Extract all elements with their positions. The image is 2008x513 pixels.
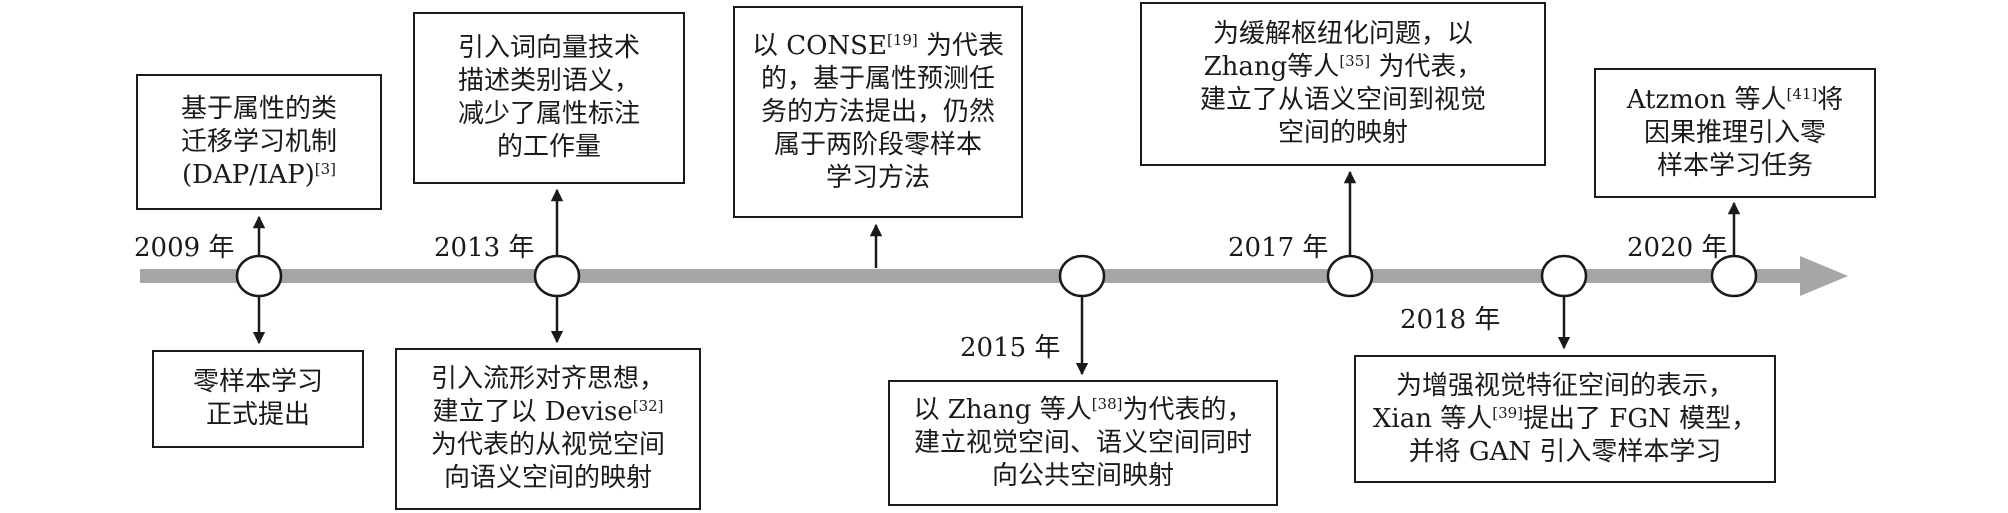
event-text: 以 Zhang 等人[38]为代表的， <box>913 394 1252 427</box>
event-text: 务的方法提出，仍然 <box>760 96 995 127</box>
citation-ref: [39] <box>1492 403 1524 422</box>
node-2018 <box>1540 254 1588 298</box>
event-box-common-space: 以 Zhang 等人[38]为代表的， 建立视觉空间、语义空间同时 向公共空间映… <box>888 380 1278 506</box>
event-box-zsl-proposed: 零样本学习 正式提出 <box>152 350 364 448</box>
year-label-2015: 2015 年 <box>960 333 1061 363</box>
event-text: 正式提出 <box>205 400 310 430</box>
event-text: Atzmon 等人[41]将 <box>1627 84 1844 117</box>
event-text: 为增强视觉特征空间的表示， <box>1395 370 1734 401</box>
event-text-fragment: 以 CONSE <box>751 30 887 61</box>
event-text: 建立视觉空间、语义空间同时 <box>913 427 1252 458</box>
event-text: 向语义空间的映射 <box>443 463 652 493</box>
event-text-fragment: (DAP/IAP) <box>182 159 315 190</box>
event-text: 以 CONSE[19] 为代表 <box>752 30 1004 63</box>
year-label-2017: 2017 年 <box>1228 233 1329 263</box>
event-text: 基于属性的类 <box>180 93 337 124</box>
year-label-2020: 2020 年 <box>1627 233 1728 263</box>
event-text-fragment: 以 Zhang 等人 <box>913 394 1092 425</box>
event-text: 为代表的从视觉空间 <box>430 430 665 460</box>
event-text-fragment: Atzmon 等人 <box>1626 84 1787 115</box>
event-text: 样本学习任务 <box>1656 150 1813 181</box>
event-box-hubness: 为缓解枢纽化问题，以 Zhang等人[35] 为代表， 建立了从语义空间到视觉 … <box>1140 2 1546 166</box>
event-text: 描述类别语义， <box>457 66 640 96</box>
event-text: 的工作量 <box>496 132 601 162</box>
event-text-fragment: Xian 等人 <box>1372 403 1493 434</box>
event-text-fragment: 建立了以 Devise <box>432 397 633 427</box>
event-text: 建立了以 Devise[32] <box>432 396 663 429</box>
citation-ref: [3] <box>314 159 336 178</box>
event-box-dap-iap: 基于属性的类 迁移学习机制 (DAP/IAP)[3] <box>136 74 382 210</box>
event-text: 因果推理引入零 <box>1643 117 1826 148</box>
event-box-word-vector: 引入词向量技术 描述类别语义， 减少了属性标注 的工作量 <box>413 12 685 184</box>
node-2020 <box>1710 254 1758 298</box>
event-text: 的，基于属性预测任 <box>760 63 995 94</box>
event-box-causal: Atzmon 等人[41]将 因果推理引入零 样本学习任务 <box>1594 68 1876 198</box>
event-text-fragment: Zhang等人 <box>1203 52 1340 82</box>
timeline-axis-arrowhead <box>1800 256 1848 296</box>
event-text: 向公共空间映射 <box>991 460 1174 491</box>
node-2009 <box>235 254 283 298</box>
event-box-fgn: 为增强视觉特征空间的表示， Xian 等人[39]提出了 FGN 模型， 并将 … <box>1354 355 1776 483</box>
event-text: 建立了从语义空间到视觉 <box>1199 85 1486 115</box>
event-text-fragment: 将 <box>1817 84 1844 115</box>
event-text: Xian 等人[39]提出了 FGN 模型， <box>1373 403 1757 436</box>
event-text: 属于两阶段零样本 <box>773 129 982 160</box>
year-label-2018: 2018 年 <box>1400 305 1501 335</box>
node-2013 <box>533 254 581 298</box>
event-text: 学习方法 <box>825 162 930 193</box>
node-2015 <box>1058 254 1106 298</box>
event-text-fragment: 为代表的， <box>1122 394 1253 425</box>
event-text: 零样本学习 <box>192 367 323 397</box>
event-text: 为缓解枢纽化问题，以 <box>1212 19 1473 49</box>
event-text: 迁移学习机制 <box>180 126 337 157</box>
node-2017 <box>1326 254 1374 298</box>
event-text-fragment: 为代表 <box>917 30 1005 61</box>
event-text: (DAP/IAP)[3] <box>182 159 336 192</box>
year-label-2009: 2009 年 <box>134 233 235 263</box>
citation-ref: [35] <box>1339 52 1371 70</box>
event-text-fragment: 提出了 FGN 模型， <box>1523 403 1758 434</box>
event-text: 空间的映射 <box>1277 118 1408 148</box>
event-text: 引入词向量技术 <box>457 33 640 63</box>
event-text-fragment: 为代表， <box>1370 52 1483 82</box>
event-text: Zhang等人[35] 为代表， <box>1204 51 1483 84</box>
citation-ref: [38] <box>1091 394 1123 413</box>
citation-ref: [41] <box>1786 84 1818 103</box>
event-box-devise: 引入流形对齐思想， 建立了以 Devise[32] 为代表的从视觉空间 向语义空… <box>395 348 701 510</box>
citation-ref: [19] <box>886 30 918 49</box>
citation-ref: [32] <box>632 397 664 415</box>
event-box-conse: 以 CONSE[19] 为代表 的，基于属性预测任 务的方法提出，仍然 属于两阶… <box>733 6 1023 218</box>
year-label-2013: 2013 年 <box>434 233 535 263</box>
event-text: 减少了属性标注 <box>457 99 640 129</box>
event-text: 引入流形对齐思想， <box>430 364 665 394</box>
event-text: 并将 GAN 引入零样本学习 <box>1408 436 1722 467</box>
